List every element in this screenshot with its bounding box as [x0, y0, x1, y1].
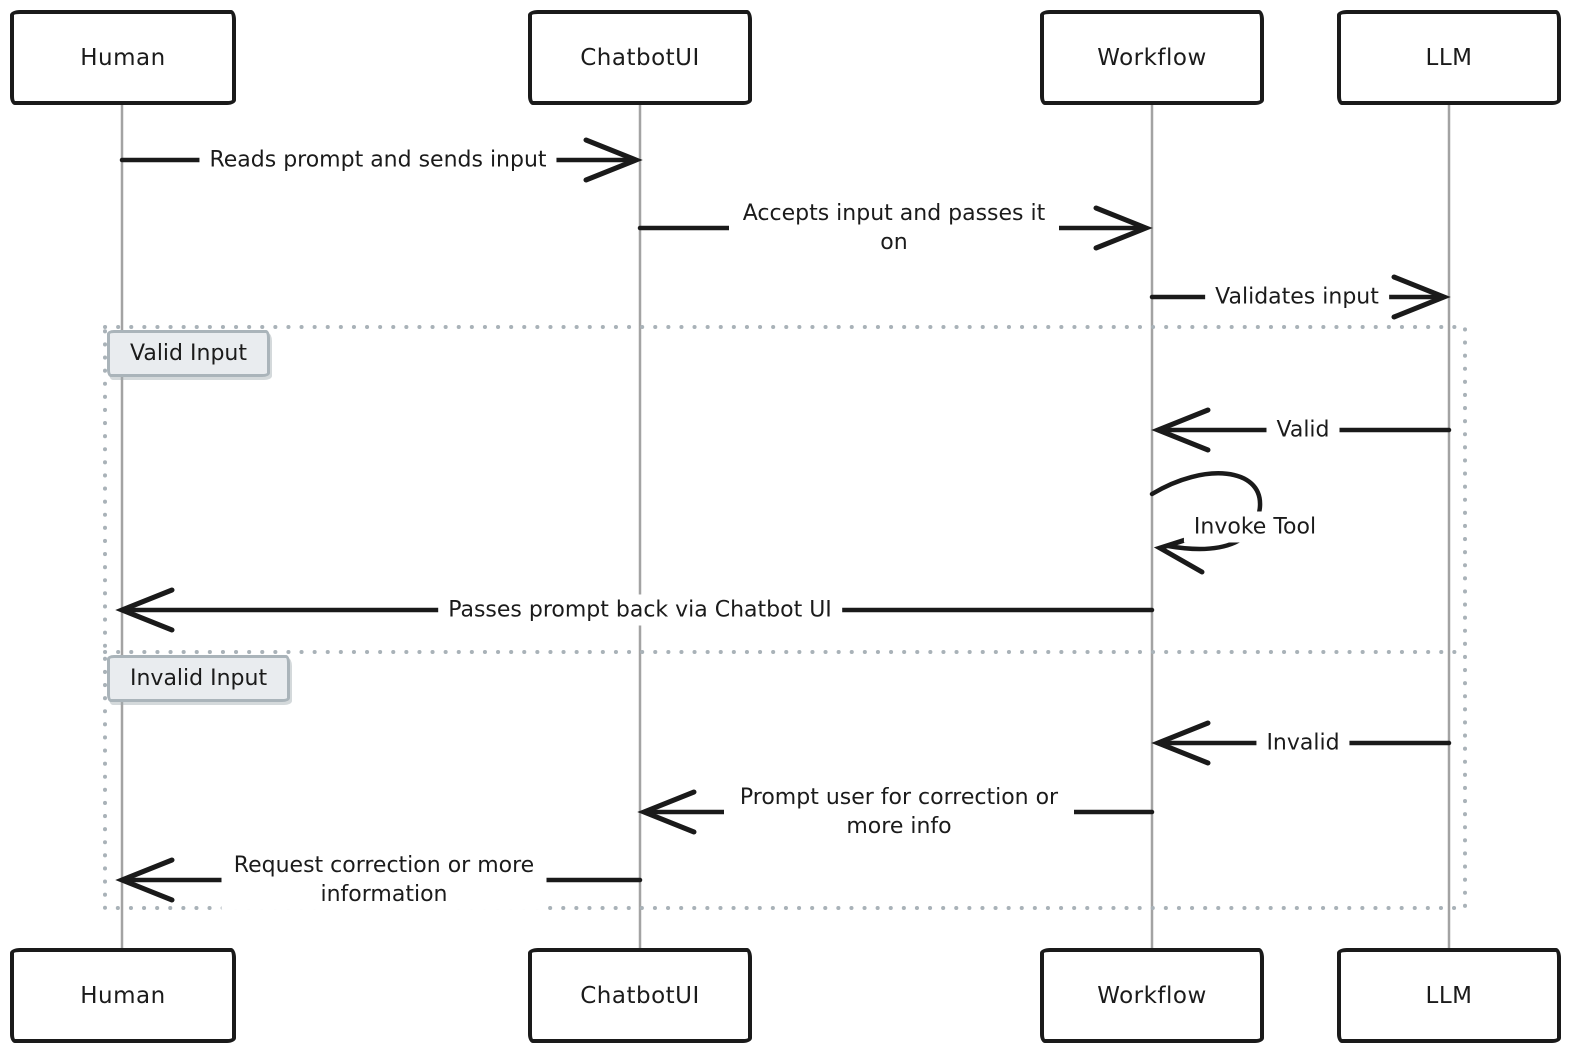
- arrow-passes-prompt-back: [115, 587, 1155, 633]
- arrow-invalid: [1151, 720, 1452, 766]
- arrow-valid: [1151, 407, 1452, 453]
- arrow-invoke-tool-selfloop: [1149, 471, 1263, 575]
- arrow-accepts-input: [637, 205, 1153, 251]
- arrow-prompt-user-correction: [637, 789, 1155, 835]
- arrow-reads-prompt: [119, 137, 643, 183]
- arrow-request-correction: [115, 857, 643, 903]
- alt-frame-border: [103, 325, 1467, 910]
- lifelines: [120, 105, 1451, 948]
- arrow-validates-input: [1149, 274, 1451, 320]
- alt-frame: [103, 325, 1467, 910]
